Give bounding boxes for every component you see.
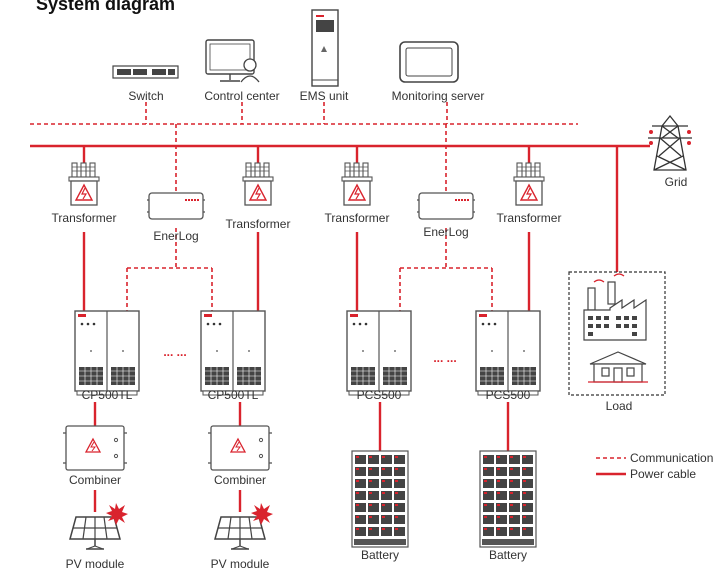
cp500tl-1-icon <box>74 310 140 396</box>
pcs500-1-icon <box>346 310 412 396</box>
control-center-device: Control center <box>204 39 280 103</box>
power-network <box>30 144 650 512</box>
enerlog-1-label: EnerLog <box>153 229 198 243</box>
enerlog-2-label: EnerLog <box>423 225 468 239</box>
switch-device: Switch <box>112 65 179 103</box>
combiner-1-icon <box>62 425 128 471</box>
load-group: Load <box>568 271 666 413</box>
legend-communication-label: Communication cab <box>630 451 717 465</box>
cp500tl-2-icon <box>200 310 266 396</box>
combiner-1-label: Combiner <box>69 473 121 487</box>
pv-module-2-icon <box>214 502 274 550</box>
ellipsis-1: ... ... <box>163 345 186 359</box>
pv-module-1-label: PV module <box>66 557 125 571</box>
ellipsis-2: ... ... <box>433 351 456 365</box>
combiner-2-icon <box>207 425 273 471</box>
switch-label: Switch <box>128 89 163 103</box>
communication-network <box>30 102 578 311</box>
diagram-title: System diagram <box>36 0 175 14</box>
transformer-4-label: Transformer <box>497 211 562 225</box>
battery-1-label: Battery <box>361 548 399 562</box>
transformer-2-icon <box>242 162 274 206</box>
cp500tl-2-label: CP500TL <box>208 388 259 402</box>
control-center-label: Control center <box>204 89 279 103</box>
transformer-2-label: Transformer <box>226 217 291 231</box>
transformer-3-icon <box>341 162 373 206</box>
cp500tl-1-label: CP500TL <box>82 388 133 402</box>
ems-unit-device: EMS unit <box>300 9 349 103</box>
enerlog-2-icon <box>416 192 476 220</box>
grid-label: Grid <box>665 175 688 189</box>
transformer-4-icon <box>513 162 545 206</box>
transformer-1-label: Transformer <box>52 211 117 225</box>
monitoring-server-label: Monitoring server <box>392 89 485 103</box>
transformer-3-label: Transformer <box>325 211 390 225</box>
load-label: Load <box>606 399 633 413</box>
monitoring-server-device: Monitoring server <box>392 41 485 103</box>
legend-power-label: Power cable <box>630 467 696 481</box>
enerlog-1-icon <box>146 192 206 220</box>
pv-module-1-icon <box>69 502 129 550</box>
transformer-1-icon <box>68 162 100 206</box>
pcs500-2-icon <box>475 310 541 396</box>
pv-module-2-label: PV module <box>211 557 270 571</box>
ems-unit-label: EMS unit <box>300 89 349 103</box>
pcs500-1-label: PCS500 <box>357 388 402 402</box>
pcs500-2-label: PCS500 <box>486 388 531 402</box>
legend: Communication cab Power cable <box>596 451 717 481</box>
combiner-2-label: Combiner <box>214 473 266 487</box>
battery-2-icon <box>479 450 537 548</box>
battery-2-label: Battery <box>489 548 527 562</box>
grid-tower-icon <box>648 114 692 171</box>
battery-1-icon <box>351 450 409 548</box>
